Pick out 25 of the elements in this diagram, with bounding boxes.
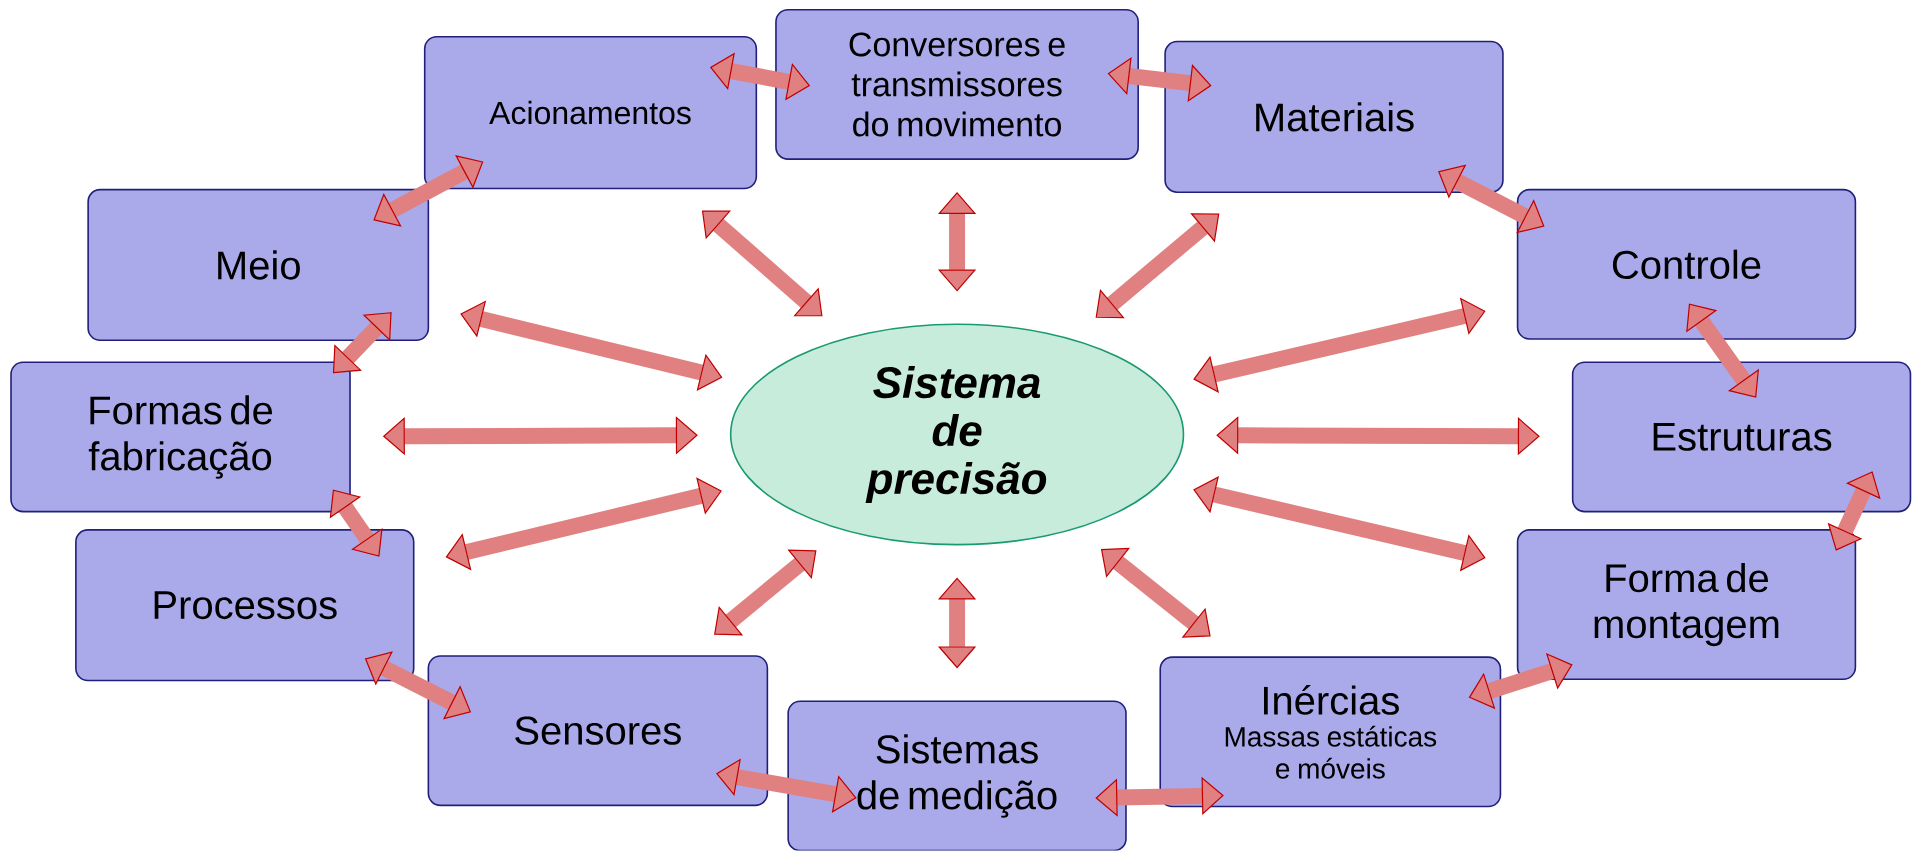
concept-box: Conversores e transmissores do movimento	[775, 9, 1139, 161]
concept-box: Sistemas de medição	[787, 700, 1127, 851]
concept-box: Inércias Massas estáticas e móveis	[1159, 656, 1502, 808]
double-arrow	[445, 477, 722, 571]
double-arrow	[1095, 777, 1224, 817]
double-arrow	[1193, 476, 1486, 572]
double-arrow	[1193, 297, 1486, 394]
concept-box: Estruturas	[1571, 361, 1912, 513]
concept-box: Formas de fabricação	[10, 361, 351, 513]
concept-box: Forma de montagem	[1516, 529, 1857, 681]
concept-box: Processos	[75, 529, 415, 682]
concept-box: Acionamentos	[423, 36, 758, 190]
concept-box: Sensores	[427, 655, 769, 807]
concept-box: Controle	[1516, 189, 1857, 341]
double-arrow	[714, 549, 817, 636]
double-arrow	[1438, 164, 1545, 234]
concept-box: Materiais	[1164, 40, 1504, 194]
double-arrow	[1468, 653, 1573, 710]
double-arrow	[373, 155, 484, 227]
double-arrow	[701, 210, 823, 317]
double-arrow	[1686, 303, 1760, 398]
double-arrow	[937, 192, 977, 292]
double-arrow	[1095, 213, 1220, 319]
double-arrow	[332, 312, 392, 374]
concept-box: Meio	[87, 189, 430, 342]
